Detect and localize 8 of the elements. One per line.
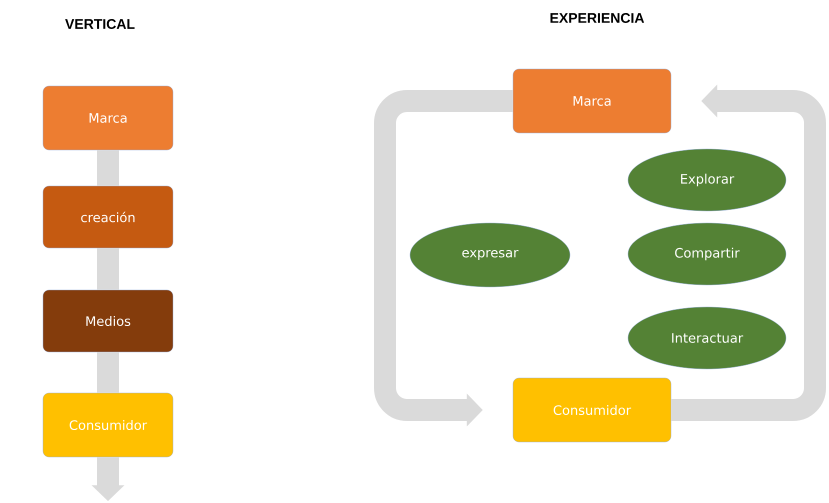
process-box: Marca	[512, 68, 672, 134]
process-box: Marca	[42, 86, 174, 150]
section-title: VERTICAL	[65, 19, 135, 29]
process-box: Consumidor	[42, 392, 174, 458]
process-box: creación	[42, 186, 174, 248]
section-title: EXPERIENCIA	[550, 13, 644, 23]
process-box: Consumidor	[512, 378, 672, 442]
process-box: Medios	[42, 290, 174, 352]
